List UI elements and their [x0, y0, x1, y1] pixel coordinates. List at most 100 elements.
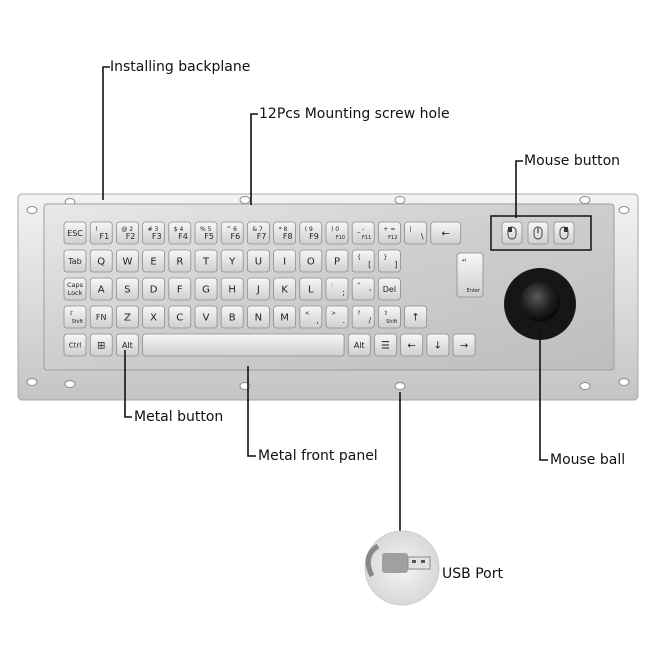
metal-key[interactable]: % 5F5: [194, 221, 218, 245]
metal-key[interactable]: + =F12: [377, 221, 401, 245]
metal-key[interactable]: <,: [299, 305, 323, 329]
metal-key[interactable]: O: [299, 249, 323, 273]
key-sub-label: ↵: [462, 257, 467, 264]
mouse-button-middle[interactable]: [527, 221, 549, 245]
key-label: ←: [442, 229, 450, 240]
metal-key[interactable]: C: [168, 305, 192, 329]
metal-key[interactable]: Alt: [347, 333, 371, 357]
metal-key[interactable]: J: [246, 277, 270, 301]
metal-key[interactable]: Alt: [116, 333, 139, 357]
key-label: ;: [342, 288, 345, 297]
enter-key[interactable]: ↵Enter: [456, 252, 484, 298]
front-panel-leader: [247, 366, 256, 457]
metal-key[interactable]: ⊞: [89, 333, 113, 357]
metal-key[interactable]: Del: [377, 277, 401, 301]
key-label: U: [255, 257, 262, 268]
metal-key[interactable]: :;: [325, 277, 349, 301]
key-label: ': [369, 288, 371, 297]
metal-key[interactable]: K: [273, 277, 297, 301]
metal-button-leader: [124, 350, 132, 418]
metal-key[interactable]: & 7F7: [246, 221, 270, 245]
metal-key[interactable]: # 3F3: [142, 221, 166, 245]
metal-key[interactable]: Q: [89, 249, 113, 273]
metal-key[interactable]: !F1: [89, 221, 113, 245]
metal-key[interactable]: X: [142, 305, 166, 329]
key-sub-label: # 3: [148, 226, 159, 233]
metal-key[interactable]: ⇧Shift: [63, 305, 87, 329]
metal-key[interactable]: B: [220, 305, 244, 329]
metal-key[interactable]: ?/: [351, 305, 375, 329]
key-label: N: [255, 313, 262, 324]
metal-key[interactable]: $ 4F4: [168, 221, 192, 245]
metal-key[interactable]: {[: [351, 249, 375, 273]
metal-key[interactable]: →: [452, 333, 476, 357]
key-label: E: [150, 257, 156, 268]
key-label: R: [176, 257, 183, 268]
screw-hole: [394, 382, 406, 390]
metal-key[interactable]: D: [142, 277, 166, 301]
metal-key[interactable]: H: [220, 277, 244, 301]
metal-key[interactable]: ( 9F9: [299, 221, 323, 245]
metal-key[interactable]: G: [194, 277, 218, 301]
metal-key[interactable]: M: [273, 305, 297, 329]
key-sub-label: * 8: [279, 226, 288, 233]
metal-key[interactable]: T: [194, 249, 218, 273]
metal-key[interactable]: ←: [400, 333, 424, 357]
metal-key[interactable]: |\: [404, 221, 428, 245]
metal-key[interactable]: ESC: [63, 221, 87, 245]
callout-lines: [102, 66, 548, 540]
metal-key[interactable]: Y: [220, 249, 244, 273]
metal-key[interactable]: FN: [89, 305, 113, 329]
front-panel-callout: Metal front panel: [258, 448, 378, 464]
metal-key[interactable]: _ -F11: [351, 221, 375, 245]
metal-key[interactable]: N: [246, 305, 270, 329]
metal-key[interactable]: R: [168, 249, 192, 273]
key-label: C: [176, 313, 183, 324]
metal-key[interactable]: ^ 6F6: [220, 221, 244, 245]
metal-key[interactable]: ↓: [426, 333, 450, 357]
metal-key[interactable]: ⇧Shift: [377, 305, 401, 329]
metal-key[interactable]: L: [299, 277, 323, 301]
metal-key[interactable]: W: [116, 249, 139, 273]
key-label: X: [150, 313, 157, 324]
metal-key[interactable]: ↑: [404, 305, 428, 329]
metal-key[interactable]: P: [325, 249, 349, 273]
metal-key[interactable]: Z: [116, 305, 139, 329]
screw-hole: [239, 196, 251, 204]
metal-key[interactable]: * 8F8: [273, 221, 297, 245]
mouse-button-leader: [515, 160, 523, 218]
metal-key[interactable]: Tab: [63, 249, 87, 273]
screw-hole-callout: 12Pcs Mounting screw hole: [259, 106, 450, 122]
screw-hole: [618, 206, 630, 214]
key-label: L: [308, 285, 314, 296]
metal-key[interactable]: V: [194, 305, 218, 329]
metal-key[interactable]: }]: [377, 249, 401, 273]
metal-key[interactable]: ☰: [374, 333, 397, 357]
space-bar[interactable]: [142, 333, 345, 357]
key-label: M: [280, 313, 289, 324]
mouse-button-right[interactable]: [553, 221, 575, 245]
screw-hole: [579, 196, 591, 204]
metal-key[interactable]: E: [142, 249, 166, 273]
key-label: F10: [336, 235, 345, 241]
key-label: J: [256, 285, 260, 296]
metal-key[interactable]: U: [246, 249, 270, 273]
metal-key[interactable]: "': [351, 277, 375, 301]
key-sub-label: |: [410, 226, 412, 233]
metal-key[interactable]: >.: [325, 305, 349, 329]
key-label: A: [98, 285, 105, 296]
key-label: W: [122, 257, 132, 268]
metal-key[interactable]: ←: [430, 221, 462, 245]
metal-key[interactable]: I: [273, 249, 297, 273]
mouse-button-left[interactable]: [501, 221, 523, 245]
metal-key[interactable]: A: [89, 277, 113, 301]
metal-key[interactable]: Ctrl: [63, 333, 87, 357]
key-sub-label: :: [331, 282, 333, 289]
metal-key[interactable]: S: [116, 277, 139, 301]
metal-key[interactable]: F: [168, 277, 192, 301]
key-label: F4: [178, 232, 188, 241]
metal-key[interactable]: @ 2F2: [116, 221, 139, 245]
